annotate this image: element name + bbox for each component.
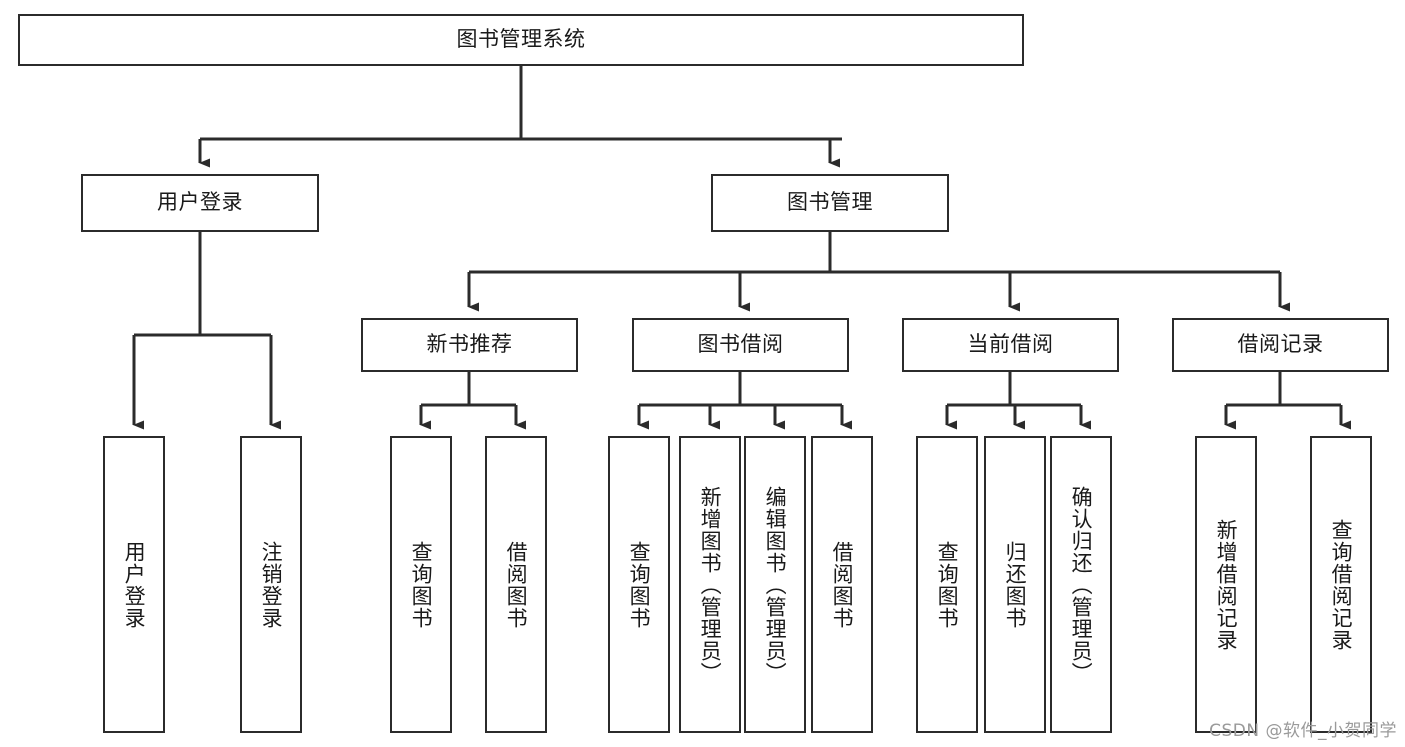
node-book-borrow[interactable]: 图书借阅 <box>632 318 849 372</box>
leaf-borrow-edit-book-admin-label: 编辑图书（管理员） <box>763 485 788 684</box>
leaf-borrow-query-book-label: 查询图书 <box>627 540 652 629</box>
leaf-record-add-borrow-record[interactable]: 新增借阅记录 <box>1195 436 1257 733</box>
node-book-borrow-label: 图书借阅 <box>697 332 784 357</box>
node-root-label: 图书管理系统 <box>456 27 586 52</box>
leaf-user-login-label: 用户登录 <box>122 540 147 629</box>
node-current-borrow-label: 当前借阅 <box>967 332 1054 357</box>
node-new-book-recommend[interactable]: 新书推荐 <box>361 318 578 372</box>
leaf-current-confirm-return-admin[interactable]: 确认归还（管理员） <box>1050 436 1112 733</box>
leaf-current-query-book[interactable]: 查询图书 <box>916 436 978 733</box>
leaf-borrow-add-book-admin-label: 新增图书（管理员） <box>698 485 723 684</box>
leaf-borrow-lend-book[interactable]: 借阅图书 <box>811 436 873 733</box>
node-current-borrow[interactable]: 当前借阅 <box>902 318 1119 372</box>
leaf-borrow-edit-book-admin[interactable]: 编辑图书（管理员） <box>744 436 806 733</box>
node-user-login[interactable]: 用户登录 <box>81 174 319 232</box>
node-root[interactable]: 图书管理系统 <box>18 14 1024 66</box>
leaf-record-query-borrow-record[interactable]: 查询借阅记录 <box>1310 436 1372 733</box>
leaf-newbook-borrow-book[interactable]: 借阅图书 <box>485 436 547 733</box>
node-borrow-records[interactable]: 借阅记录 <box>1172 318 1389 372</box>
leaf-user-logout-label: 注销登录 <box>259 540 284 629</box>
leaf-current-return-book[interactable]: 归还图书 <box>984 436 1046 733</box>
leaf-newbook-borrow-book-label: 借阅图书 <box>504 540 529 629</box>
leaf-borrow-add-book-admin[interactable]: 新增图书（管理员） <box>679 436 741 733</box>
leaf-borrow-lend-book-label: 借阅图书 <box>830 540 855 629</box>
leaf-record-add-borrow-record-label: 新增借阅记录 <box>1214 518 1239 651</box>
leaf-current-confirm-return-admin-label: 确认归还（管理员） <box>1069 485 1094 684</box>
leaf-user-logout[interactable]: 注销登录 <box>240 436 302 733</box>
node-new-book-recommend-label: 新书推荐 <box>426 332 513 357</box>
node-user-login-label: 用户登录 <box>157 190 243 215</box>
node-book-management[interactable]: 图书管理 <box>711 174 949 232</box>
node-borrow-records-label: 借阅记录 <box>1237 332 1324 357</box>
leaf-newbook-query-book-label: 查询图书 <box>409 540 434 629</box>
leaf-newbook-query-book[interactable]: 查询图书 <box>390 436 452 733</box>
leaf-current-return-book-label: 归还图书 <box>1003 540 1028 629</box>
node-book-management-label: 图书管理 <box>787 190 873 215</box>
leaf-current-query-book-label: 查询图书 <box>935 540 960 629</box>
leaf-borrow-query-book[interactable]: 查询图书 <box>608 436 670 733</box>
watermark: CSDN @软件_小贺同学 <box>1209 721 1397 741</box>
leaf-user-login[interactable]: 用户登录 <box>103 436 165 733</box>
leaf-record-query-borrow-record-label: 查询借阅记录 <box>1329 518 1354 651</box>
